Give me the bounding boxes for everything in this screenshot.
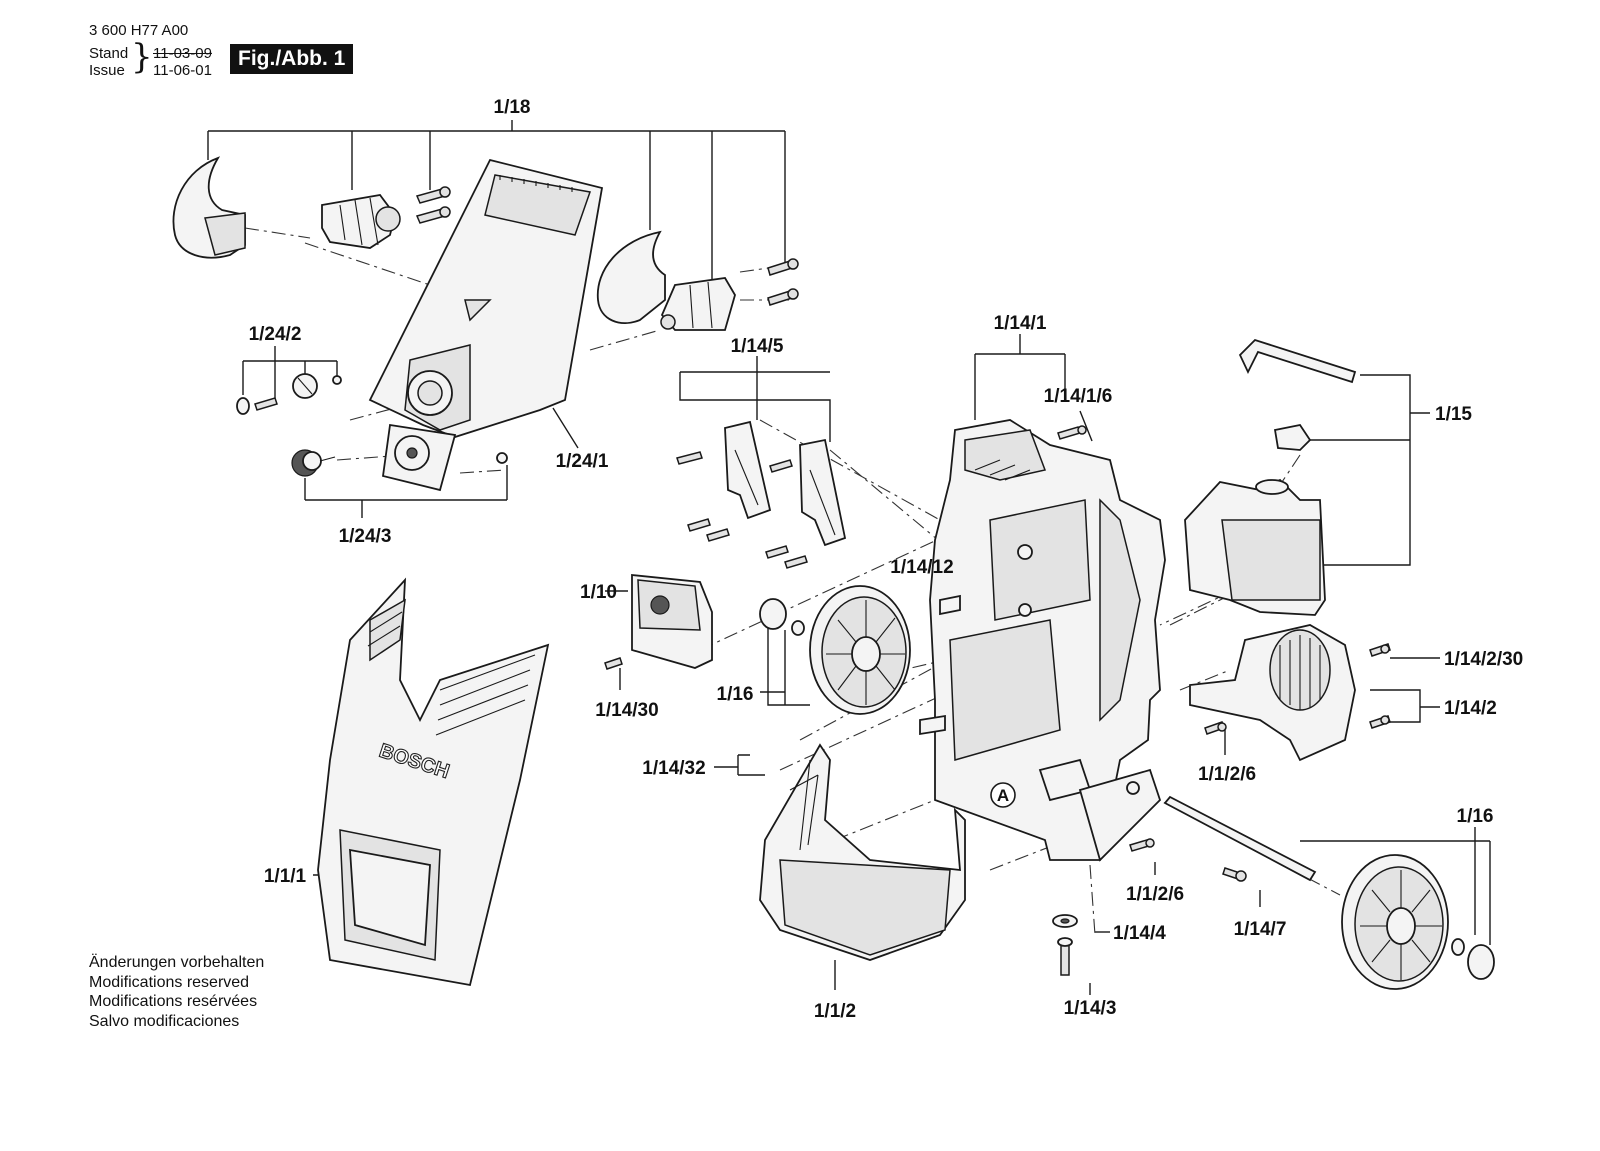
- part-label: 1/14/7: [1234, 919, 1287, 940]
- adjustment-knob: [291, 449, 508, 477]
- part-label: 1/24/3: [339, 526, 392, 547]
- notes-block: Änderungen vorbehalten Modifications res…: [89, 953, 264, 1031]
- part-label: 1/14/3: [1064, 998, 1117, 1019]
- note-line: Modifications resérvées: [89, 993, 258, 1010]
- front-cover: BOSCH: [317, 577, 550, 987]
- detergent-tank: [1184, 338, 1357, 616]
- figure-label: Fig./Abb. 1: [230, 44, 354, 74]
- new-date: 11-06-01: [153, 62, 212, 79]
- handle-bracket-right: [660, 277, 736, 331]
- handle-bracket-left: [321, 194, 401, 249]
- part-label: 1/1/1: [264, 866, 307, 887]
- detail-marker: A: [990, 782, 1016, 808]
- handle-side-cap-right: [596, 230, 666, 324]
- part-label: 1/14/12: [890, 557, 953, 578]
- part-label: 1/16: [717, 684, 754, 705]
- part-label: 1/15: [1435, 404, 1472, 425]
- detail-marker-letter: A: [997, 786, 1009, 805]
- part-label: 1/1/2/6: [1126, 884, 1184, 905]
- leader-lines: [207, 120, 1491, 995]
- part-label: 1/18: [494, 97, 531, 118]
- stand-label: Stand: [89, 45, 129, 62]
- note-line: Modifications reserved: [89, 973, 250, 991]
- old-date: 11-03-09: [153, 45, 212, 62]
- screw: [415, 186, 451, 224]
- document-number: 3 600 H77 A00: [89, 22, 189, 39]
- rear-cover: [1189, 624, 1391, 762]
- screw: [767, 258, 799, 306]
- brace-glyph: }: [131, 37, 153, 77]
- part-label: 1/14/1: [994, 313, 1047, 334]
- issue-label: Issue: [89, 62, 125, 79]
- part-label: 1/24/2: [249, 324, 302, 345]
- part-labels: 1/18 1/24/2 1/24/1 1/24/3 1/14/5 1/14/1 …: [249, 97, 1524, 1022]
- hose-holder-brackets: [676, 420, 847, 569]
- part-label: 1/14/5: [731, 336, 784, 357]
- handle-housing: [368, 158, 604, 492]
- part-label: 1/10: [580, 582, 617, 603]
- part-label: 1/14/2: [1444, 698, 1497, 719]
- part-label: 1/14/2/30: [1444, 649, 1523, 670]
- part-label: 1/14/30: [595, 700, 658, 721]
- part-label: 1/16: [1457, 806, 1494, 827]
- part-label: 1/14/4: [1113, 923, 1166, 944]
- axle: [1052, 795, 1317, 976]
- main-frame: [919, 419, 1166, 862]
- base-tray: [759, 743, 966, 961]
- note-line: Salvo modificaciones: [89, 1012, 240, 1030]
- part-label: 1/1/2/6: [1198, 764, 1256, 785]
- wheel-left: [759, 585, 911, 715]
- part-label: 1/14/1/6: [1044, 386, 1113, 407]
- handle-side-cap-left: [172, 156, 246, 259]
- part-label: 1/24/1: [556, 451, 609, 472]
- knob-small-parts: [236, 373, 342, 415]
- part-label: 1/14/32: [642, 758, 705, 779]
- switch-box: [604, 574, 713, 670]
- part-label: 1/1/2: [814, 1001, 856, 1022]
- wheel-right: [1341, 854, 1495, 990]
- note-line: Änderungen vorbehalten: [89, 954, 265, 971]
